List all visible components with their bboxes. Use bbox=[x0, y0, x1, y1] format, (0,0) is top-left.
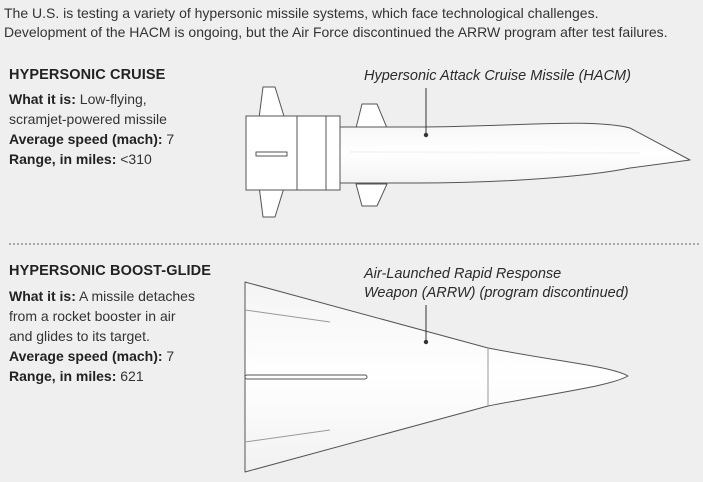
hacm-leader bbox=[423, 88, 429, 138]
cruise-range-value: <310 bbox=[116, 151, 152, 167]
boost-glide-speed-value: 7 bbox=[162, 348, 175, 364]
hacm-leader-dot bbox=[423, 132, 429, 138]
hacm-body-highlight bbox=[349, 151, 641, 154]
hacm-front-fin-bottom bbox=[355, 183, 388, 207]
cruise-description: What it is: Low-flying, scramjet-powered… bbox=[9, 89, 229, 169]
arrw-callout-line-2: Weapon (ARRW) (program discontinued) bbox=[364, 285, 629, 301]
boost-glide-what-line-3: and glides to its target. bbox=[9, 328, 150, 344]
boost-glide-what-line-1: A missile detaches bbox=[75, 288, 195, 304]
hacm-intake-slot bbox=[255, 151, 288, 157]
boost-glide-description: What it is: A missile detaches from a ro… bbox=[9, 286, 229, 386]
arrw-leader-dot bbox=[423, 339, 429, 345]
cruise-what-label: What it is: bbox=[9, 91, 76, 107]
arrw-panel-line-top bbox=[244, 309, 331, 323]
boost-glide-range-label: Range, in miles: bbox=[9, 368, 117, 384]
arrw-leader bbox=[423, 305, 429, 345]
boost-glide-title: HYPERSONIC BOOST-GLIDE bbox=[9, 263, 211, 279]
cruise-range-label: Range, in miles: bbox=[9, 151, 117, 167]
cruise-what-line-1: Low-flying, bbox=[75, 91, 147, 107]
hacm-front-fin-top bbox=[355, 103, 388, 129]
arrw-missile bbox=[244, 281, 629, 473]
arrw-callout: Air-Launched Rapid Response Weapon (ARRW… bbox=[364, 265, 629, 303]
boost-glide-what-line-2: from a rocket booster in air bbox=[9, 308, 176, 324]
boost-glide-speed-label: Average speed (mach): bbox=[9, 348, 163, 364]
intro-text: The U.S. is testing a variety of hyperso… bbox=[4, 4, 702, 42]
cruise-title: HYPERSONIC CRUISE bbox=[9, 67, 166, 83]
section-divider bbox=[9, 243, 699, 245]
boost-glide-what-label: What it is: bbox=[9, 288, 76, 304]
intro-line-1: The U.S. is testing a variety of hyperso… bbox=[4, 5, 599, 21]
cruise-speed-label: Average speed (mach): bbox=[9, 131, 163, 147]
arrw-slot bbox=[244, 374, 368, 380]
hacm-callout: Hypersonic Attack Cruise Missile (HACM) bbox=[364, 68, 631, 84]
arrw-panel-line-bottom bbox=[244, 429, 331, 443]
cruise-speed-value: 7 bbox=[162, 131, 175, 147]
arrw-body bbox=[244, 281, 629, 473]
intro-line-2: Development of the HACM is ongoing, but … bbox=[4, 24, 668, 40]
cruise-what-line-2: scramjet-powered missile bbox=[9, 111, 167, 127]
hacm-missile bbox=[245, 86, 691, 218]
arrw-callout-line-1: Air-Launched Rapid Response bbox=[364, 266, 562, 282]
boost-glide-range-value: 621 bbox=[116, 368, 144, 384]
